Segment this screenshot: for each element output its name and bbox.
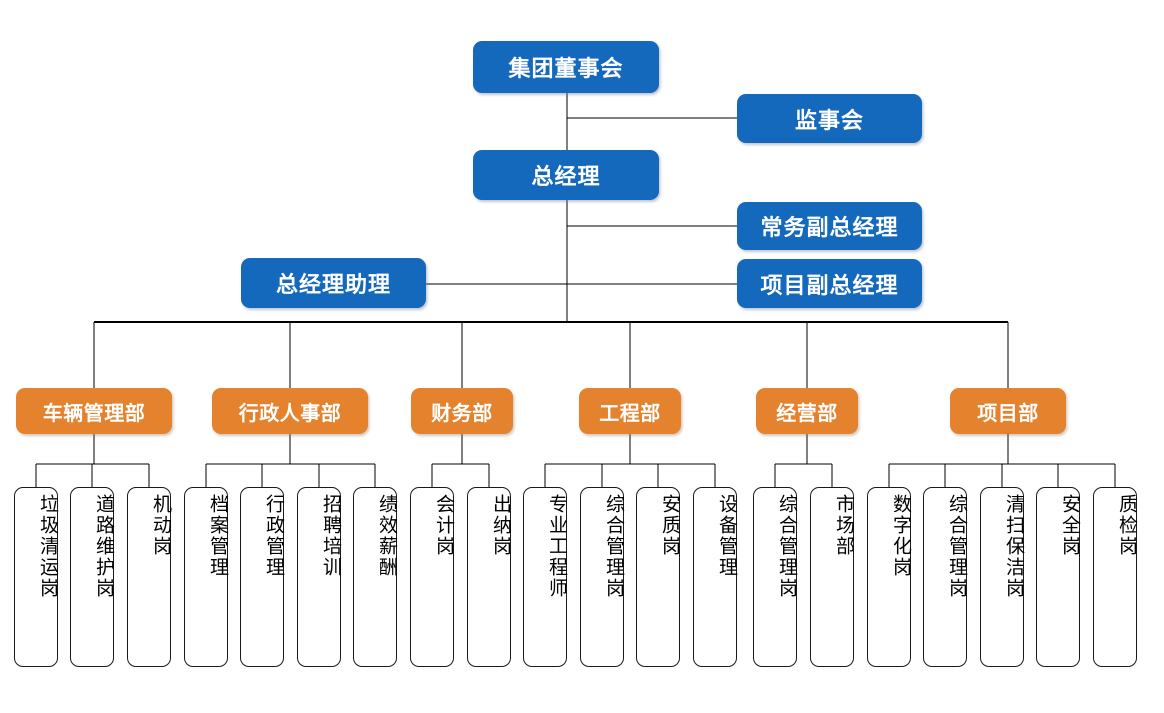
node-position-quality-inspection[interactable]: 质检岗 xyxy=(1093,487,1137,667)
node-dept-project-label: 项目部 xyxy=(977,402,1039,425)
node-position-admin-management[interactable]: 行政管理 xyxy=(240,487,284,667)
node-dept-operations[interactable]: 经营部 xyxy=(756,388,858,434)
node-position-engineering-general-management[interactable]: 综合管理岗 xyxy=(580,487,624,667)
node-gm-assistant-label: 总经理助理 xyxy=(275,272,391,297)
node-position-engineering-general-management-label: 综合管理岗 xyxy=(603,494,624,599)
node-dept-admin-hr[interactable]: 行政人事部 xyxy=(212,388,368,434)
node-supervisory-board[interactable]: 监事会 xyxy=(737,94,922,143)
node-project-deputy-gm[interactable]: 项目副总经理 xyxy=(737,259,922,308)
node-position-mobile-post-label: 机动岗 xyxy=(150,494,171,557)
node-dept-project[interactable]: 项目部 xyxy=(950,388,1066,434)
node-dept-engineering-label: 工程部 xyxy=(599,402,661,425)
node-position-waste-transport[interactable]: 垃圾清运岗 xyxy=(14,487,58,667)
node-executive-deputy-gm-label: 常务副总经理 xyxy=(760,215,899,240)
node-position-archive-management-label: 档案管理 xyxy=(207,494,228,578)
node-position-cashier[interactable]: 出纳岗 xyxy=(467,487,511,667)
node-position-mobile-post[interactable]: 机动岗 xyxy=(127,487,171,667)
node-gm-assistant[interactable]: 总经理助理 xyxy=(241,258,426,308)
node-position-performance-pay-label: 绩效薪酬 xyxy=(376,494,397,578)
node-position-accounting[interactable]: 会计岗 xyxy=(410,487,454,667)
node-position-safety-quality-label: 安质岗 xyxy=(659,494,680,557)
node-position-market-department[interactable]: 市场部 xyxy=(810,487,854,667)
node-position-project-general-management-label: 综合管理岗 xyxy=(946,494,967,599)
node-board-label: 集团董事会 xyxy=(508,56,624,81)
node-position-operations-general-management-label: 综合管理岗 xyxy=(776,494,797,599)
node-position-road-maintenance-label: 道路维护岗 xyxy=(93,494,114,599)
node-position-waste-transport-label: 垃圾清运岗 xyxy=(37,494,58,599)
node-dept-engineering[interactable]: 工程部 xyxy=(579,388,681,434)
node-position-safety-post-label: 安全岗 xyxy=(1059,494,1080,557)
node-position-accounting-label: 会计岗 xyxy=(433,494,454,557)
node-position-digitalization-label: 数字化岗 xyxy=(890,494,911,578)
node-position-performance-pay[interactable]: 绩效薪酬 xyxy=(353,487,397,667)
node-position-recruitment-training-label: 招聘培训 xyxy=(320,494,341,578)
node-position-archive-management[interactable]: 档案管理 xyxy=(184,487,228,667)
node-position-professional-engineer-label: 专业工程师 xyxy=(546,494,567,599)
node-supervisory-board-label: 监事会 xyxy=(794,107,864,133)
node-position-professional-engineer[interactable]: 专业工程师 xyxy=(523,487,567,667)
node-dept-admin-hr-label: 行政人事部 xyxy=(238,402,342,425)
node-position-recruitment-training[interactable]: 招聘培训 xyxy=(297,487,341,667)
node-general-manager-label: 总经理 xyxy=(531,164,601,189)
node-board[interactable]: 集团董事会 xyxy=(473,41,659,93)
node-position-cashier-label: 出纳岗 xyxy=(490,494,511,557)
node-position-market-department-label: 市场部 xyxy=(833,494,854,557)
node-project-deputy-gm-label: 项目副总经理 xyxy=(760,272,899,298)
node-dept-finance-label: 财务部 xyxy=(431,402,493,425)
node-position-cleaning-sanitation-label: 清扫保洁岗 xyxy=(1003,494,1024,599)
node-executive-deputy-gm[interactable]: 常务副总经理 xyxy=(737,202,922,250)
node-position-digitalization[interactable]: 数字化岗 xyxy=(867,487,911,667)
node-dept-vehicle-management-label: 车辆管理部 xyxy=(42,402,146,425)
node-dept-vehicle-management[interactable]: 车辆管理部 xyxy=(16,388,172,434)
node-position-equipment-management-label: 设备管理 xyxy=(716,494,737,578)
node-position-equipment-management[interactable]: 设备管理 xyxy=(693,487,737,667)
node-dept-operations-label: 经营部 xyxy=(776,402,838,425)
node-position-operations-general-management[interactable]: 综合管理岗 xyxy=(753,487,797,667)
node-position-safety-quality[interactable]: 安质岗 xyxy=(636,487,680,667)
node-general-manager[interactable]: 总经理 xyxy=(473,150,659,200)
node-position-road-maintenance[interactable]: 道路维护岗 xyxy=(70,487,114,667)
node-dept-finance[interactable]: 财务部 xyxy=(411,388,513,434)
node-position-admin-management-label: 行政管理 xyxy=(263,494,284,578)
node-position-project-general-management[interactable]: 综合管理岗 xyxy=(923,487,967,667)
node-position-cleaning-sanitation[interactable]: 清扫保洁岗 xyxy=(980,487,1024,667)
node-position-quality-inspection-label: 质检岗 xyxy=(1116,494,1137,557)
node-position-safety-post[interactable]: 安全岗 xyxy=(1036,487,1080,667)
